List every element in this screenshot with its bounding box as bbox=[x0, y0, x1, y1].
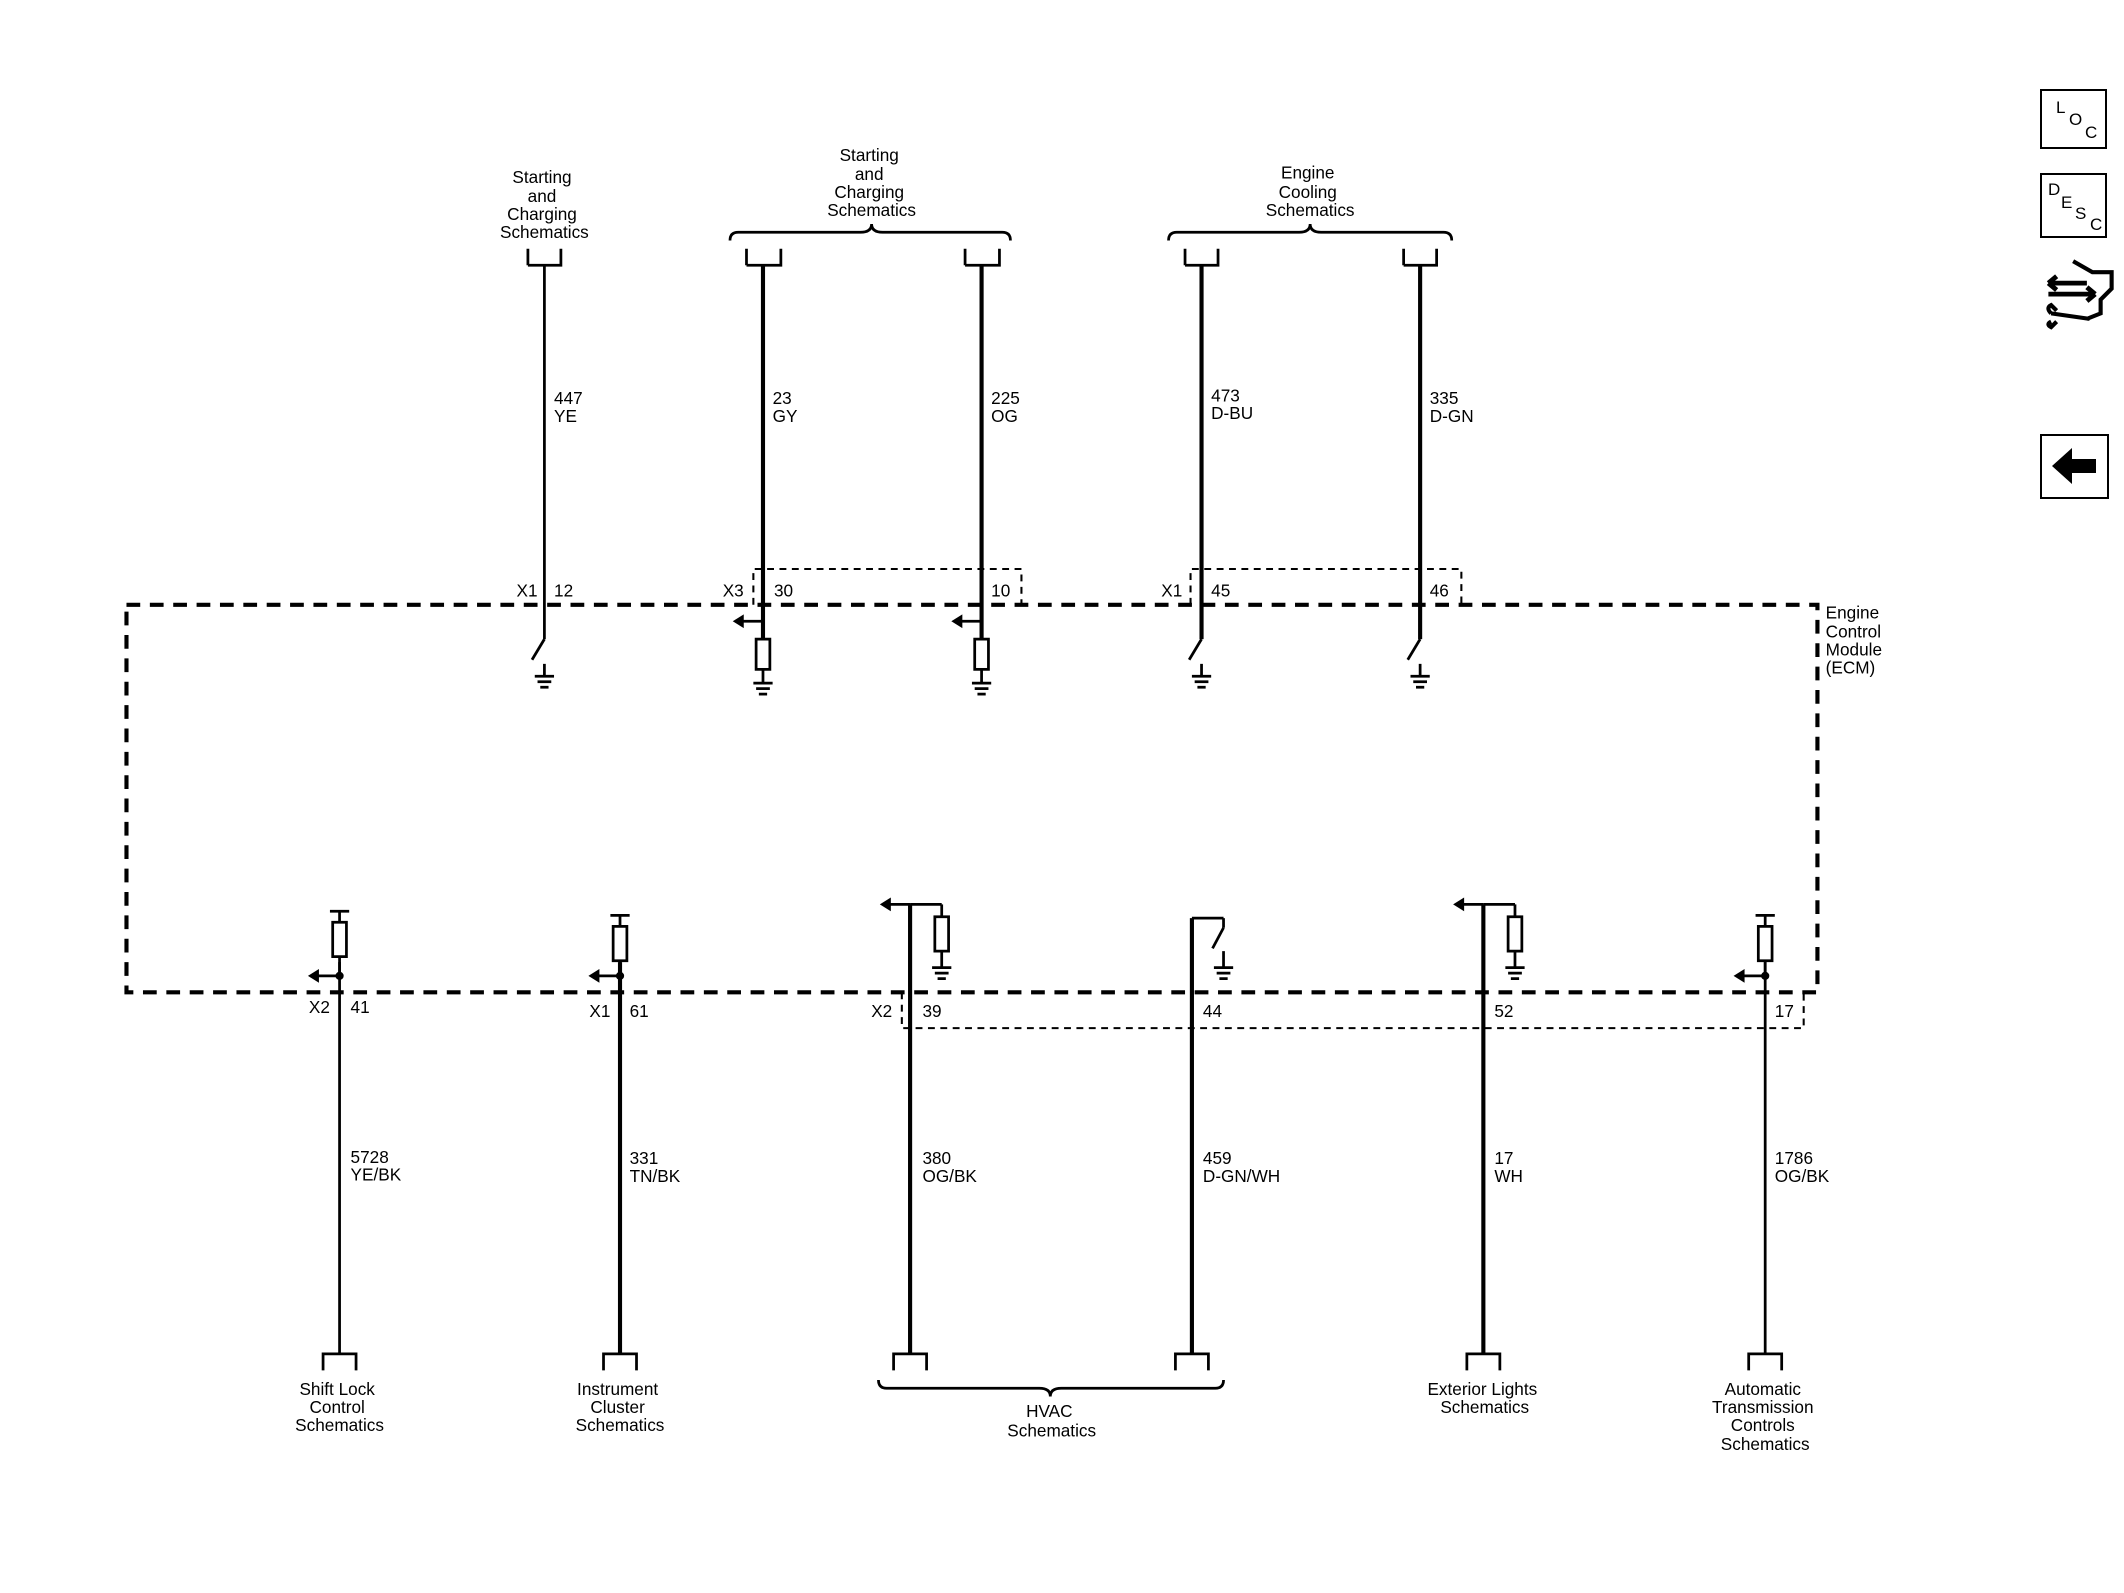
top-brace-starting-charging bbox=[728, 223, 1012, 241]
switch-ground-459 bbox=[1191, 916, 1234, 980]
top-wire-label-335: 335 D-GN bbox=[1430, 388, 1474, 426]
top-terminal-335 bbox=[1402, 248, 1438, 267]
back-button[interactable] bbox=[2040, 434, 2109, 499]
pulldown-resistor-380 bbox=[879, 897, 952, 980]
top-pin-label-12: 12 bbox=[554, 581, 573, 601]
bottom-pin-label-61: 61 bbox=[630, 1001, 649, 1021]
desc-letter-c: C bbox=[2090, 215, 2103, 234]
bottom-wire-label-1786: 1786 OG/BK bbox=[1775, 1148, 1830, 1186]
top-terminal-225 bbox=[963, 248, 1001, 267]
top-terminal-447 bbox=[526, 248, 563, 267]
top-wire-label-447: 447 YE bbox=[554, 388, 587, 426]
bottom-wire-label-5728: 5728 YE/BK bbox=[351, 1147, 402, 1185]
desc-letter-e: E bbox=[2061, 193, 2073, 212]
top-group-label-starting-charging-2: Starting and Charging Schematics bbox=[827, 145, 916, 220]
bottom-wire-label-331: 331 TN/BK bbox=[630, 1148, 681, 1186]
bottom-group-label-instrument-cluster: Instrument Cluster Schematics bbox=[576, 1379, 665, 1435]
top-pin-label-10: 10 bbox=[991, 581, 1010, 601]
top-group-label-starting-charging-1: Starting and Charging Schematics bbox=[500, 167, 589, 242]
top-wire-label-473: 473 D-BU bbox=[1211, 385, 1253, 423]
desc-letter-s: S bbox=[2075, 204, 2087, 223]
top-group-label-engine-cooling: Engine Cooling Schematics bbox=[1266, 163, 1355, 220]
connector-x1-boundary bbox=[1189, 567, 1463, 605]
bottom-group-label-shift-lock: Shift Lock Control Schematics bbox=[295, 1379, 384, 1435]
bottom-connector-label-x2-b: X2 bbox=[871, 1001, 892, 1021]
top-pin-label-45: 45 bbox=[1211, 581, 1230, 601]
loc-letter-o: O bbox=[2069, 110, 2083, 129]
bottom-connector-label-x2: X2 bbox=[309, 997, 330, 1017]
bottom-pin-label-44: 44 bbox=[1203, 1001, 1223, 1021]
bottom-terminal-1786 bbox=[1747, 1352, 1784, 1371]
bottom-pin-label-39: 39 bbox=[922, 1001, 941, 1021]
ecm-label: Engine Control Module (ECM) bbox=[1826, 603, 1887, 678]
top-connector-label-x1-b: X1 bbox=[1161, 581, 1182, 601]
loc-button[interactable]: L O C bbox=[2040, 89, 2107, 149]
pullup-resistor-5728 bbox=[307, 909, 350, 983]
bottom-terminal-331 bbox=[602, 1352, 638, 1371]
bottom-group-label-hvac: HVAC Schematics bbox=[1007, 1401, 1096, 1440]
bottom-connector-label-x1: X1 bbox=[589, 1001, 610, 1021]
ecm-boundary bbox=[124, 602, 1820, 995]
top-pin-label-30: 30 bbox=[774, 581, 793, 601]
bottom-terminal-380 bbox=[892, 1352, 928, 1371]
desc-button[interactable]: D E S C bbox=[2040, 173, 2107, 238]
loc-letter-c: C bbox=[2085, 123, 2098, 142]
switch-ground-447 bbox=[530, 638, 555, 689]
desc-letter-d: D bbox=[2048, 180, 2061, 199]
bottom-wire-label-17: 17 WH bbox=[1494, 1148, 1523, 1186]
top-terminal-473 bbox=[1183, 248, 1220, 267]
bottom-pin-label-52: 52 bbox=[1494, 1001, 1513, 1021]
top-pin-label-46: 46 bbox=[1430, 581, 1449, 601]
switch-ground-473 bbox=[1187, 638, 1212, 689]
top-wire-label-225: 225 OG bbox=[991, 388, 1024, 426]
top-wire-label-23: 23 GY bbox=[773, 388, 798, 426]
bottom-brace-hvac bbox=[877, 1379, 1225, 1397]
bottom-wire-label-459: 459 D-GN/WH bbox=[1203, 1148, 1280, 1186]
bottom-group-label-exterior-lights: Exterior Lights Schematics bbox=[1427, 1379, 1542, 1417]
connector-x2-boundary bbox=[900, 992, 1805, 1030]
top-terminal-23 bbox=[745, 248, 783, 267]
bottom-pin-label-17: 17 bbox=[1775, 1001, 1794, 1021]
bottom-pin-label-41: 41 bbox=[351, 997, 370, 1017]
pullup-resistor-331 bbox=[588, 914, 630, 983]
pullup-resistor-23 bbox=[732, 614, 773, 696]
pullup-resistor-1786 bbox=[1733, 914, 1775, 983]
loc-letter-l: L bbox=[2056, 98, 2066, 117]
bottom-group-label-automatic-transmission: Automatic Transmission Controls Schemati… bbox=[1712, 1379, 1818, 1454]
pulldown-resistor-17 bbox=[1453, 897, 1525, 980]
pullup-resistor-225 bbox=[951, 614, 992, 696]
back-arrow-icon bbox=[2052, 448, 2096, 484]
bottom-terminal-5728 bbox=[321, 1352, 358, 1371]
bottom-terminal-17 bbox=[1465, 1352, 1502, 1371]
top-connector-label-x1: X1 bbox=[517, 581, 538, 601]
connector-wrench-icon[interactable] bbox=[2046, 259, 2114, 330]
bottom-wire-label-380: 380 OG/BK bbox=[922, 1148, 977, 1186]
top-brace-engine-cooling bbox=[1167, 223, 1454, 241]
bottom-terminal-459 bbox=[1174, 1352, 1210, 1371]
switch-ground-335 bbox=[1406, 638, 1430, 689]
top-connector-label-x3: X3 bbox=[723, 581, 744, 601]
